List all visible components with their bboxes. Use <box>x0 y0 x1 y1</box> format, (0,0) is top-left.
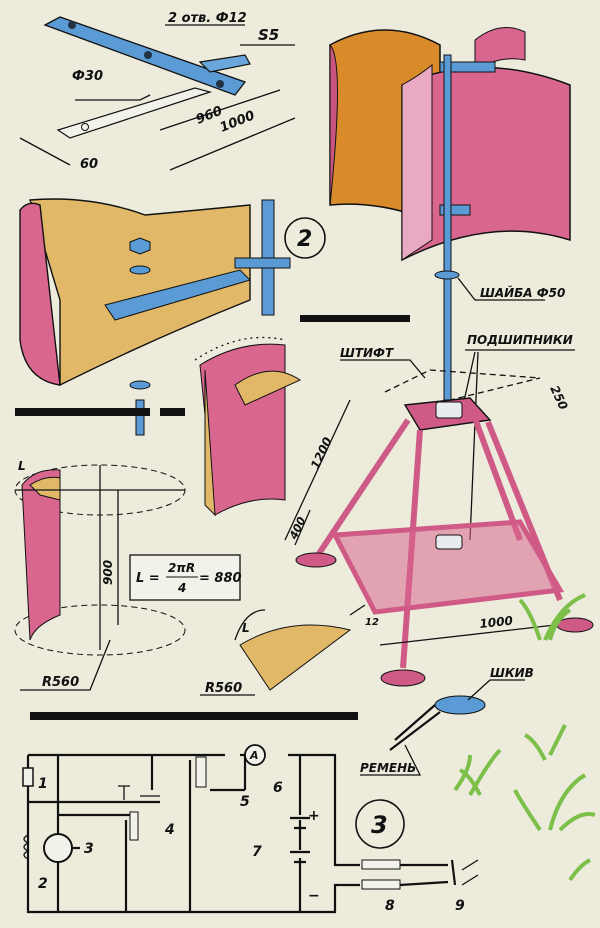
fuse <box>361 879 401 890</box>
figure-number-3: 3 <box>371 811 388 839</box>
formula-result: = 880 <box>199 571 242 586</box>
washer-icon <box>129 265 151 275</box>
upper-crossbar <box>439 61 496 73</box>
component-label-5: 5 <box>240 794 250 810</box>
foot-label: 400 <box>287 515 309 543</box>
foot-pad <box>556 617 594 633</box>
mount-clamp <box>234 257 291 269</box>
pulley <box>434 695 486 715</box>
ammeter-icon <box>244 744 266 766</box>
shaft <box>443 54 452 401</box>
pulley-label: ШКИВ <box>490 666 534 680</box>
top-size-label: 250 <box>547 383 570 412</box>
foot-pad <box>380 669 426 687</box>
plus-sign: + <box>308 808 320 824</box>
relay-coil-4 <box>129 811 139 841</box>
component-label-4: 4 <box>164 822 175 838</box>
blade-edge-strip <box>204 369 216 517</box>
figure-number-circle <box>355 799 405 849</box>
end-plate <box>234 370 302 406</box>
hole-icon <box>68 21 76 29</box>
center-hole-label: Ф30 <box>72 69 103 84</box>
washer-label: ШАЙБА Ф50 <box>480 285 565 300</box>
component-label-3: 3 <box>84 841 94 857</box>
crossbar-drawing: 2 отв. Ф12 S5 Ф30 960 1000 60 <box>19 11 296 172</box>
width-label: 60 <box>80 157 98 172</box>
pin-label: ШТИФТ <box>340 346 394 360</box>
formula-numerator: 2πR <box>168 561 195 575</box>
component-label-6: 6 <box>273 780 283 796</box>
electrical-circuit: A + − 1 2 3 4 5 6 7 8 9 <box>22 744 479 914</box>
minus-sign: − <box>308 888 320 904</box>
washer <box>434 270 460 280</box>
lower-crossbar <box>56 87 213 139</box>
blade-mount-assembly <box>19 198 302 517</box>
thickness-label: S5 <box>258 26 279 44</box>
end-plate-semicircle <box>239 624 352 691</box>
blade-pink-edge <box>401 63 433 261</box>
bearing-top <box>435 401 463 419</box>
rotor-assembly: ШАЙБА Ф50 <box>329 27 571 401</box>
thickness-label: 12 <box>365 617 379 628</box>
hole-icon <box>216 80 224 88</box>
field-coil <box>23 834 30 860</box>
generator-symbol <box>43 833 73 863</box>
hole-icon <box>144 51 152 59</box>
lower-crossbar <box>439 204 471 216</box>
figure-number-2: 2 <box>297 227 312 252</box>
blade-edge <box>329 43 338 206</box>
height-label: 900 <box>101 560 115 585</box>
component-label-7: 7 <box>252 844 262 860</box>
radius-label: R560 <box>42 675 79 690</box>
blade-top-cap <box>29 476 61 501</box>
divider <box>160 408 185 416</box>
blade-sheet <box>21 469 61 641</box>
bearing-bottom <box>435 534 463 550</box>
bottom-arc-guide <box>14 604 186 656</box>
blade-layout: L 900 R560 L = 2πR 4 = 880 L R560 12 <box>14 459 379 696</box>
nut-icon <box>129 237 151 255</box>
holes-label: 2 отв. Ф12 <box>168 11 247 26</box>
bolt-icon <box>135 399 145 436</box>
arc-label: L <box>242 621 250 635</box>
component-label-9: 9 <box>455 898 465 914</box>
component-label-1: 1 <box>38 776 48 792</box>
divider <box>300 315 410 322</box>
blade-pink-side <box>19 202 61 386</box>
outer-length-label: 1000 <box>218 108 257 135</box>
relay-coil-5 <box>195 756 207 788</box>
fuse <box>361 859 401 870</box>
formula-lhs: L = <box>136 571 160 586</box>
formula-denominator: 4 <box>177 581 186 595</box>
grass-decoration <box>453 593 596 882</box>
height-label: 1200 <box>308 435 335 471</box>
washer-icon <box>129 380 151 390</box>
divider <box>15 408 150 416</box>
base-size-label: 1000 <box>479 614 514 631</box>
resistor <box>22 767 34 787</box>
radius-label: R560 <box>205 681 242 696</box>
divider <box>30 712 358 720</box>
blade-wood-panel <box>29 198 251 387</box>
mount-bar <box>104 269 251 321</box>
steel-plate <box>198 54 251 73</box>
bearings-label: ПОДШИПНИКИ <box>467 333 573 347</box>
component-label-8: 8 <box>385 898 395 914</box>
arc-label: L <box>18 459 26 473</box>
figure-number-circle <box>284 217 326 259</box>
tower-stand: ШТИФТ ПОДШИПНИКИ 250 1200 400 1000 ШКИВ … <box>284 333 594 776</box>
component-label-2: 2 <box>38 876 48 892</box>
belt-label: РЕМЕНЬ <box>360 761 416 775</box>
tower-base-frame <box>331 519 565 615</box>
foot-pad <box>295 552 337 568</box>
hole-icon <box>81 123 89 131</box>
ammeter-label: A <box>249 749 259 762</box>
